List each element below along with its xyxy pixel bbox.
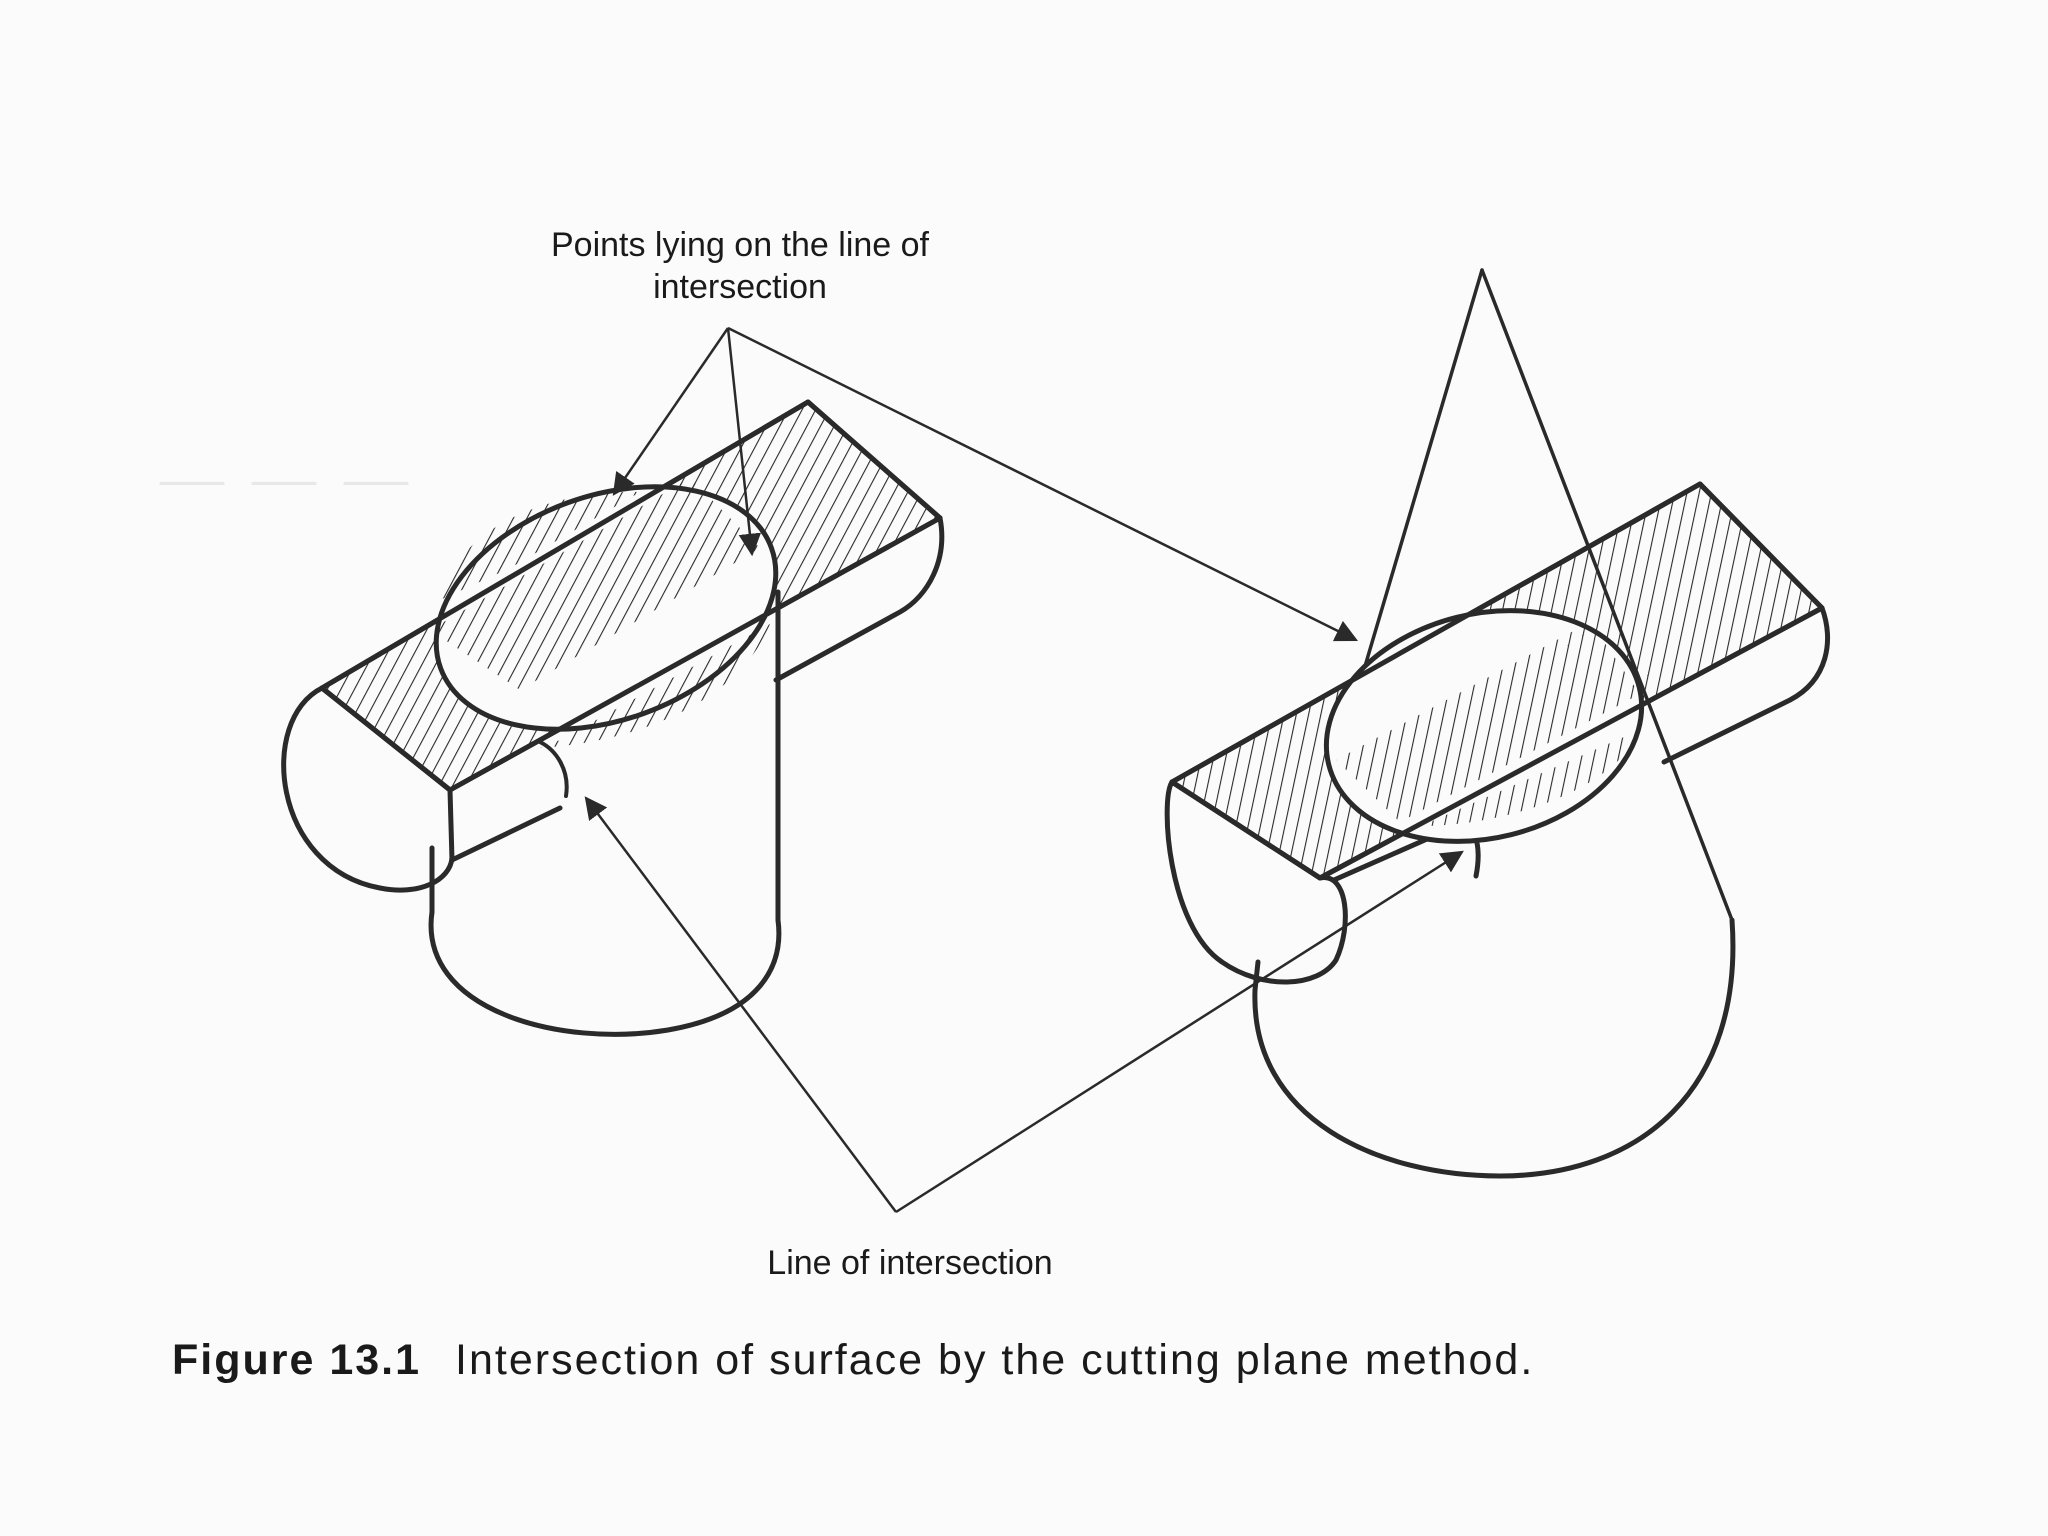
points-label-line-1: Points lying on the line of xyxy=(550,226,930,264)
left-solid xyxy=(281,399,945,1037)
right-cone-left-side xyxy=(1356,268,1484,692)
left-prism-bottom-edge xyxy=(447,515,943,793)
leader-points-to-left-ellipse-side xyxy=(726,327,762,557)
leader-points-to-left-ellipse-top xyxy=(612,327,730,496)
right-ellipse-hatch-lower xyxy=(1430,730,1640,826)
points-label-line-2: intersection xyxy=(653,268,827,306)
right-prism-bottom-edge xyxy=(1317,605,1825,881)
leader-points-to-right-solid xyxy=(727,326,1359,642)
right-solid xyxy=(1164,268,1831,1179)
left-intersection-curve xyxy=(538,740,569,798)
leader-line-to-right-solid xyxy=(895,850,1464,1214)
left-ellipse-hatch-upper xyxy=(440,491,640,600)
right-prism-end-face xyxy=(1164,779,1348,985)
points-on-intersection-label: Points lying on the line of intersection xyxy=(470,224,1010,308)
left-prism-end-edge xyxy=(447,787,455,863)
left-prism-far-end xyxy=(773,515,945,683)
figure-caption: Figure 13.1 Intersection of surface by th… xyxy=(172,1336,1534,1385)
figure-number: Figure 13.1 xyxy=(172,1336,422,1384)
left-prism-front-edge xyxy=(319,685,453,793)
left-ellipse-hatch-lower xyxy=(540,624,770,748)
right-prism-band xyxy=(1336,622,1640,822)
figure-caption-text: Intersection of surface by the cutting p… xyxy=(455,1336,1535,1384)
left-cylinder-base xyxy=(428,909,782,1037)
right-prism-far-end xyxy=(1661,605,1831,765)
right-cone-base xyxy=(1252,917,1736,1179)
leader-line-to-left-solid xyxy=(584,796,898,1213)
bleed-through-text: — — — xyxy=(160,441,414,512)
left-prism-back-edge xyxy=(805,399,943,521)
right-prism-top-edge xyxy=(1169,481,1703,785)
left-prism-band xyxy=(430,478,760,690)
right-prism-back-edge xyxy=(1697,481,1825,611)
right-prism-front-edge xyxy=(1169,779,1323,881)
left-prism-side-edge xyxy=(449,805,563,863)
left-prism-top-edge xyxy=(319,399,811,691)
left-prism-end-face xyxy=(281,685,455,893)
line-of-intersection-label: Line of intersection xyxy=(767,1244,1053,1282)
leader-lines xyxy=(584,326,1464,1214)
